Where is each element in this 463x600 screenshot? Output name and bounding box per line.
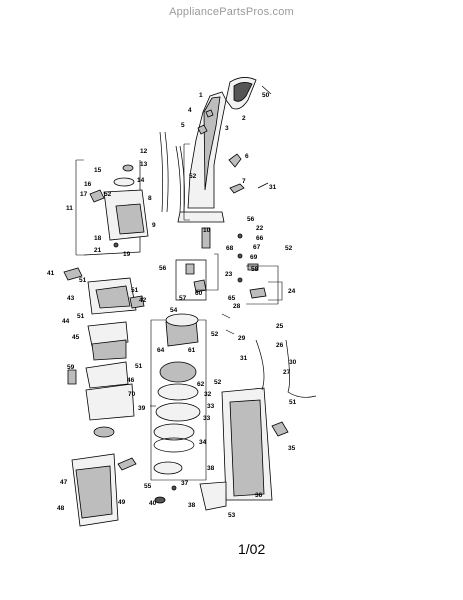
callout-14: 14 — [137, 177, 145, 184]
callout-56: 56 — [159, 265, 167, 272]
callout-6: 6 — [245, 153, 249, 160]
callout-46: 46 — [127, 377, 135, 384]
callout-51-e: 51 — [131, 287, 139, 294]
callout-45: 45 — [72, 334, 80, 341]
callout-66: 66 — [256, 235, 264, 242]
callout-51-c: 51 — [135, 363, 143, 370]
callout-43: 43 — [67, 295, 75, 302]
callout-33: 33 — [203, 415, 211, 422]
callout-61: 61 — [188, 347, 196, 354]
callout-26: 26 — [276, 342, 284, 349]
callout-64: 64 — [157, 347, 165, 354]
callout-42: 42 — [139, 297, 147, 304]
callout-15: 15 — [94, 167, 102, 174]
callout-4: 4 — [188, 107, 192, 114]
callout-3: 3 — [225, 125, 229, 132]
callout-31: 31 — [240, 355, 248, 362]
dust-cup-group — [63, 267, 177, 527]
callout-44: 44 — [62, 318, 70, 325]
callout-29: 29 — [238, 335, 246, 342]
callout-23: 23 — [225, 271, 233, 278]
callout-59: 59 — [67, 364, 75, 371]
callout-25: 25 — [276, 323, 284, 330]
callout-50: 50 — [262, 92, 270, 99]
callout-70: 70 — [128, 391, 136, 398]
callout-28: 28 — [233, 303, 241, 310]
callout-52-a: 52 — [189, 173, 197, 180]
callout-16: 16 — [84, 181, 92, 188]
callout-39: 39 — [138, 405, 146, 412]
callout-33-upper: 33 — [207, 403, 215, 410]
callout-40: 40 — [149, 500, 157, 507]
callout-19: 19 — [123, 251, 131, 258]
callout-69: 69 — [250, 254, 258, 261]
callout-38-upper: 38 — [207, 465, 215, 472]
callout-49: 49 — [118, 499, 126, 506]
callout-55: 55 — [144, 483, 152, 490]
callout-48: 48 — [57, 505, 65, 512]
callout-41: 41 — [47, 270, 55, 277]
callout-67: 67 — [253, 244, 261, 251]
callout-60: 60 — [195, 290, 203, 297]
callout-27: 27 — [283, 369, 291, 376]
callout-35: 35 — [288, 445, 296, 452]
motor-assembly — [150, 227, 211, 481]
leader-lines — [150, 143, 283, 407]
callout-38: 38 — [188, 502, 196, 509]
callout-58: 58 — [251, 266, 259, 273]
callout-24: 24 — [288, 288, 296, 295]
callout-9: 9 — [152, 222, 156, 229]
cyclone-housing-group — [75, 159, 149, 256]
callout-65: 65 — [228, 295, 236, 302]
callout-56-upper: 56 — [247, 216, 255, 223]
callout-labels: 1 2 3 4 5 6 7 8 9 10 11 12 13 14 15 16 1… — [47, 92, 297, 519]
callout-34: 34 — [199, 439, 207, 446]
callout-18: 18 — [94, 235, 102, 242]
main-body — [199, 233, 317, 511]
callout-52-c: 52 — [285, 245, 293, 252]
callout-1: 1 — [199, 92, 203, 99]
callout-52-e: 52 — [214, 379, 222, 386]
callout-36: 36 — [255, 492, 263, 499]
callout-51-d: 51 — [289, 399, 297, 406]
callout-30: 30 — [289, 359, 297, 366]
callout-32: 32 — [204, 391, 212, 398]
callout-47: 47 — [60, 479, 68, 486]
callout-22: 22 — [256, 225, 264, 232]
page-number: 1/02 — [238, 541, 266, 557]
callout-10: 10 — [203, 227, 211, 234]
callout-5: 5 — [181, 122, 185, 129]
handle-assembly — [159, 77, 272, 223]
callout-57: 57 — [179, 295, 187, 302]
callout-52-b: 52 — [104, 191, 112, 198]
callout-8: 8 — [148, 195, 152, 202]
watermark: AppliancePartsPros.com — [169, 6, 294, 18]
callout-52-d: 52 — [211, 331, 219, 338]
callout-53: 53 — [228, 512, 236, 519]
callout-31-upper: 31 — [269, 184, 277, 191]
callout-13: 13 — [140, 161, 148, 168]
callout-68: 68 — [226, 245, 234, 252]
callout-54: 54 — [170, 307, 178, 314]
callout-11: 11 — [66, 205, 73, 212]
callout-21: 21 — [94, 247, 102, 254]
callout-37: 37 — [181, 480, 189, 487]
callout-17: 17 — [80, 191, 88, 198]
callout-2: 2 — [242, 115, 246, 122]
callout-62: 62 — [197, 381, 205, 388]
callout-7: 7 — [242, 178, 246, 185]
callout-51-b: 51 — [77, 313, 85, 320]
callout-51-a: 51 — [79, 277, 87, 284]
callout-12: 12 — [140, 148, 148, 155]
